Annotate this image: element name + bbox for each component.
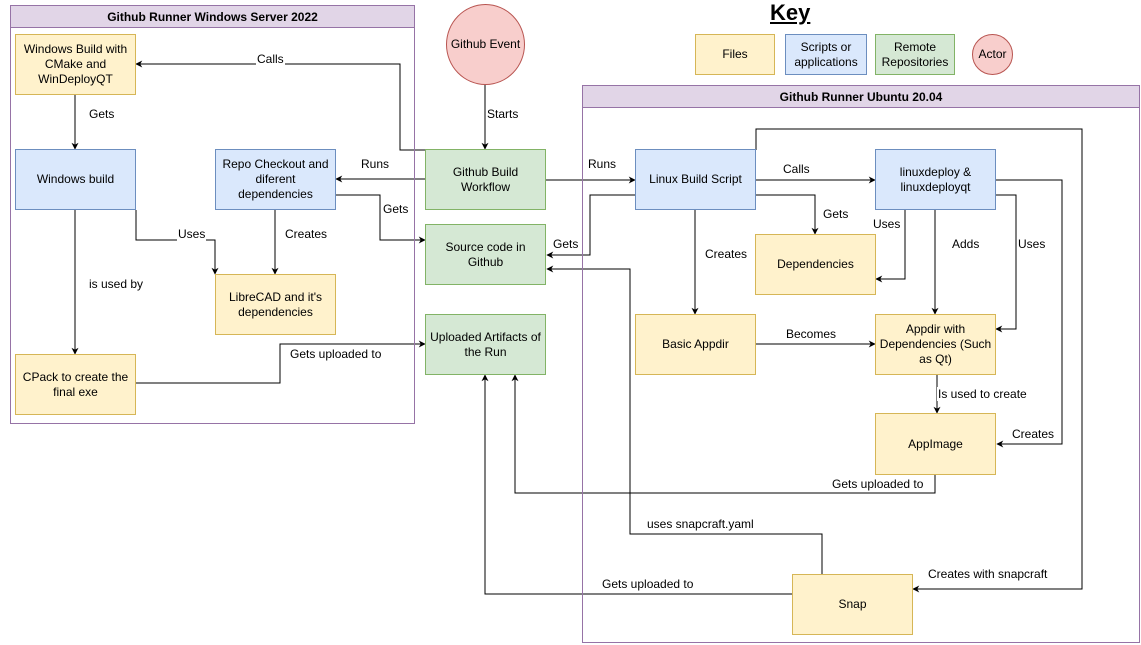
label-gets-win: Gets <box>88 107 116 121</box>
edge-gets-uploaded-snap <box>481 374 792 595</box>
key-scripts: Scripts or applications <box>785 34 867 75</box>
label-is-used-to-create: Is used to create <box>937 387 1028 401</box>
windows-runner-title: Github Runner Windows Server 2022 <box>11 6 414 28</box>
cpack-node: CPack to create the final exe <box>15 354 136 415</box>
key-files: Files <box>695 34 775 75</box>
key-actor: Actor <box>972 34 1013 75</box>
label-adds: Adds <box>951 237 981 251</box>
edge-gets-source <box>336 194 426 244</box>
label-becomes: Becomes <box>785 327 838 341</box>
key-repositories: Remote Repositories <box>875 34 955 75</box>
label-starts: Starts <box>486 107 520 121</box>
linux-build-script-node: Linux Build Script <box>635 149 756 210</box>
windows-runner-container: Github Runner Windows Server 2022 <box>10 5 415 424</box>
label-calls-linux: Calls <box>782 162 811 176</box>
ubuntu-runner-container: Github Runner Ubuntu 20.04 <box>582 85 1140 643</box>
label-uses-deploy: Uses <box>872 217 902 231</box>
label-uses-win: Uses <box>177 227 207 241</box>
win-build-cmake-node: Windows Build with CMake and WinDeployQT <box>15 34 136 95</box>
label-creates-with-snapcraft: Creates with snapcraft <box>927 567 1049 581</box>
basic-appdir-node: Basic Appdir <box>635 314 756 375</box>
label-calls-win: Calls <box>256 52 285 66</box>
build-workflow-node: Github Build Workflow <box>425 149 546 210</box>
appimage-node: AppImage <box>875 413 996 475</box>
edge-gets-dep <box>756 194 819 235</box>
label-creates-linux: Creates <box>704 247 749 261</box>
label-gets-uploaded-appimage: Gets uploaded to <box>831 477 925 491</box>
edge-uses-snapcraft <box>546 265 823 574</box>
key-title: Key <box>770 0 811 25</box>
label-gets-source: Gets <box>382 202 410 216</box>
label-uses-snapcraft: uses snapcraft.yaml <box>646 517 755 531</box>
label-creates-win: Creates <box>284 227 329 241</box>
github-event-node: Github Event <box>446 4 525 85</box>
edge-creates-appimage <box>996 179 1063 448</box>
label-uses-right: Uses <box>1017 237 1047 251</box>
source-code-node: Source code in Github <box>425 224 546 285</box>
artifacts-node: Uploaded Artifacts of the Run <box>425 314 546 375</box>
dependencies-node: Dependencies <box>755 234 876 295</box>
repo-checkout-node: Repo Checkout and diferent dependencies <box>215 149 336 210</box>
linuxdeploy-node: linuxdeploy & linuxdeployqt <box>875 149 996 210</box>
label-gets-uploaded-win: Gets uploaded to <box>289 347 383 361</box>
label-gets-dep: Gets <box>822 207 850 221</box>
edge-gets-linux <box>546 194 635 259</box>
snap-node: Snap <box>792 574 913 635</box>
librecad-deps-node: LibreCAD and it's dependencies <box>215 274 336 335</box>
label-runs-left: Runs <box>360 157 391 171</box>
label-creates-appimage: Creates <box>1011 427 1056 441</box>
edge-creates-with-snapcraft <box>755 128 1083 593</box>
ubuntu-runner-title: Github Runner Ubuntu 20.04 <box>583 86 1139 108</box>
windows-build-node: Windows build <box>15 149 136 210</box>
edge-uses-win <box>135 210 219 275</box>
label-runs-right: Runs <box>587 157 618 171</box>
edge-uses-right <box>995 194 1017 333</box>
label-gets-uploaded-snap: Gets uploaded to <box>601 577 695 591</box>
edge-gets-uploaded-win <box>136 340 426 384</box>
edge-gets-uploaded-appimage <box>511 374 936 494</box>
appdir-deps-node: Appdir with Dependencies (Such as Qt) <box>875 314 996 375</box>
label-gets-linux: Gets <box>552 237 580 251</box>
label-is-used-by: is used by <box>88 277 145 291</box>
edge-uses-deploy <box>875 210 906 283</box>
